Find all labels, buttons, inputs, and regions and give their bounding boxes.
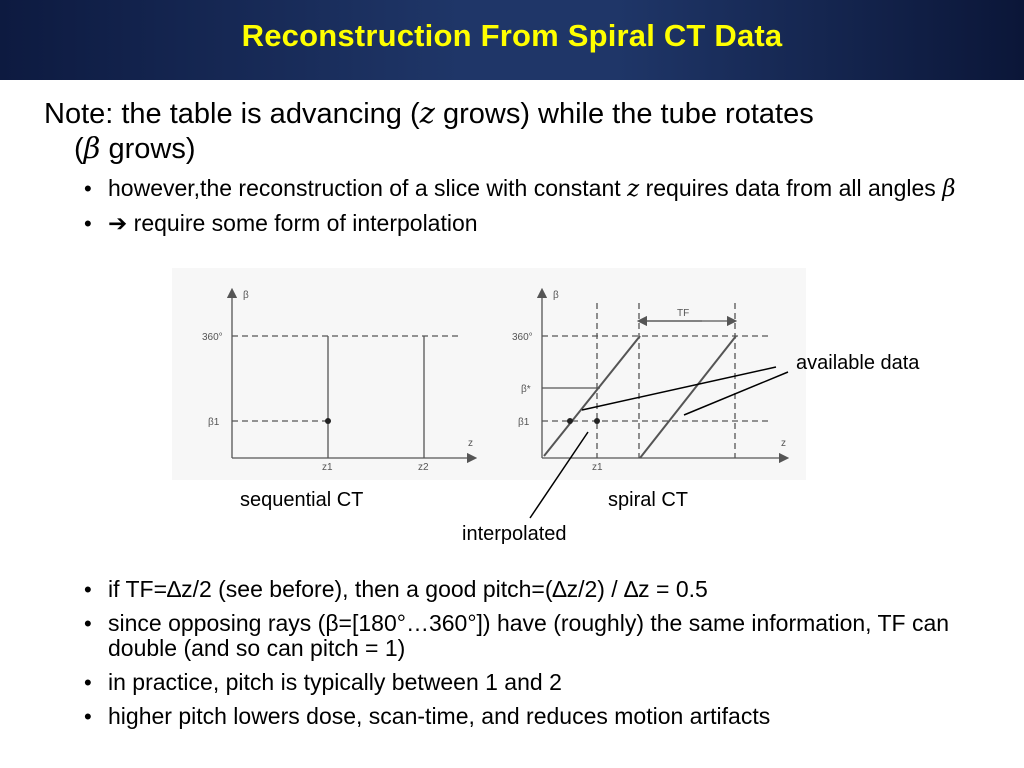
left-tick-360: 360°: [202, 332, 223, 343]
right-tick-360: 360°: [512, 332, 533, 343]
note-beta: β: [83, 131, 101, 165]
spiral-point-2: [594, 418, 600, 424]
bullet-item: if TF=∆z/2 (see before), then a good pit…: [84, 577, 964, 603]
left-tick-z1: z1: [322, 462, 333, 473]
label-available-data: available data: [796, 352, 920, 374]
title-bar: Reconstruction From Spiral CT Data: [0, 0, 1024, 80]
sequential-plot: [226, 287, 478, 464]
spiral-line-2: [639, 335, 737, 459]
note-prefix: Note: the table is advancing (: [44, 98, 420, 130]
label-sequential-ct: sequential CT: [240, 489, 364, 511]
bottom-bullet-list: if TF=∆z/2 (see before), then a good pit…: [84, 577, 964, 738]
left-point: [325, 418, 331, 424]
bullet-item: ➔ require some form of interpolation: [84, 211, 964, 237]
spiral-line-1: [543, 335, 641, 457]
bullet-beta: β: [942, 176, 956, 202]
bullet-z: z: [627, 176, 640, 202]
note-second-line: (β grows): [44, 131, 984, 166]
label-spiral-ct: spiral CT: [608, 489, 689, 511]
spiral-plot: [536, 287, 790, 464]
bullet-text-after: requires data from all angles: [639, 175, 943, 201]
bullet-item: however,the reconstruction of a slice wi…: [84, 176, 964, 202]
right-tick-beta-star: β*: [521, 384, 531, 395]
right-y-label: β: [553, 290, 559, 301]
bullet-item: since opposing rays (β=[180°…360°]) have…: [84, 611, 964, 661]
label-interpolated: interpolated: [462, 523, 567, 545]
note-paren: (: [74, 133, 84, 165]
spiral-point-1: [567, 418, 573, 424]
ct-diagram: β z 360° β1 z1 z2 β z 360° β* β1 z1 TF: [172, 268, 806, 480]
bullet-text: however,the reconstruction of a slice wi…: [108, 175, 628, 201]
note-mid: grows) while the tube rotates: [434, 98, 814, 130]
note-text: Note: the table is advancing (z grows) w…: [44, 96, 984, 166]
bullet-item: in practice, pitch is typically between …: [84, 670, 964, 696]
top-bullet-list: however,the reconstruction of a slice wi…: [84, 176, 964, 246]
bullet-item: higher pitch lowers dose, scan-time, and…: [84, 704, 964, 730]
ct-diagram-svg: β z 360° β1 z1 z2 β z 360° β* β1 z1 TF: [202, 287, 790, 473]
left-y-label: β: [243, 290, 249, 301]
tf-label: TF: [677, 308, 689, 319]
left-tick-z2: z2: [418, 462, 429, 473]
right-x-label: z: [781, 438, 786, 449]
left-x-label: z: [468, 438, 473, 449]
slide-title: Reconstruction From Spiral CT Data: [241, 18, 783, 53]
bullet-text: require some form of interpolation: [127, 210, 478, 236]
left-tick-beta1: β1: [208, 417, 220, 428]
right-tick-beta1: β1: [518, 417, 530, 428]
note-suffix: grows): [100, 133, 196, 165]
arrow-icon: ➔: [108, 211, 128, 237]
right-tick-z1: z1: [592, 462, 603, 473]
note-z: z: [419, 96, 435, 130]
